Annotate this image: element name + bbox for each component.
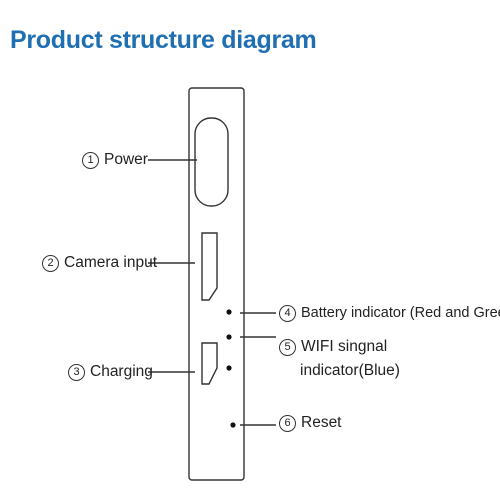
callout-label-wifi-indicator-line2: indicator(Blue) <box>300 362 400 379</box>
callout-charging: 3 Charging <box>68 363 153 381</box>
callout-number-1: 1 <box>82 151 99 169</box>
callout-label-battery-indicator: Battery indicator (Red and Green) <box>301 305 500 321</box>
callout-label-wifi-indicator: WIFI singnal <box>301 338 388 355</box>
wifi-indicator-dot <box>226 334 232 340</box>
callout-power: 1 Power <box>82 151 148 169</box>
callout-label-charging: Charging <box>90 363 153 380</box>
reset-hole-dot <box>230 422 236 428</box>
diagram-title: Product structure diagram <box>10 26 317 54</box>
callout-number-6: 6 <box>279 414 296 432</box>
callout-camera-input: 2 Camera input <box>42 254 157 272</box>
callout-label-reset: Reset <box>301 414 342 431</box>
camera-input-port <box>201 232 218 301</box>
extra-indicator-dot <box>226 365 232 371</box>
power-button <box>194 117 229 207</box>
callout-number-4: 4 <box>279 304 296 322</box>
callout-number-3: 3 <box>68 363 85 381</box>
callout-wifi-indicator: 5 WIFI singnal <box>279 338 387 356</box>
callout-number-2: 2 <box>42 254 59 272</box>
callout-label-camera-input: Camera input <box>64 254 158 271</box>
callout-battery-indicator: 4 Battery indicator (Red and Green) <box>279 304 500 322</box>
callout-reset: 6 Reset <box>279 414 342 432</box>
callout-label-power: Power <box>104 151 148 168</box>
charging-port <box>201 342 218 385</box>
callout-number-5: 5 <box>279 338 296 356</box>
battery-indicator-dot <box>226 309 232 315</box>
